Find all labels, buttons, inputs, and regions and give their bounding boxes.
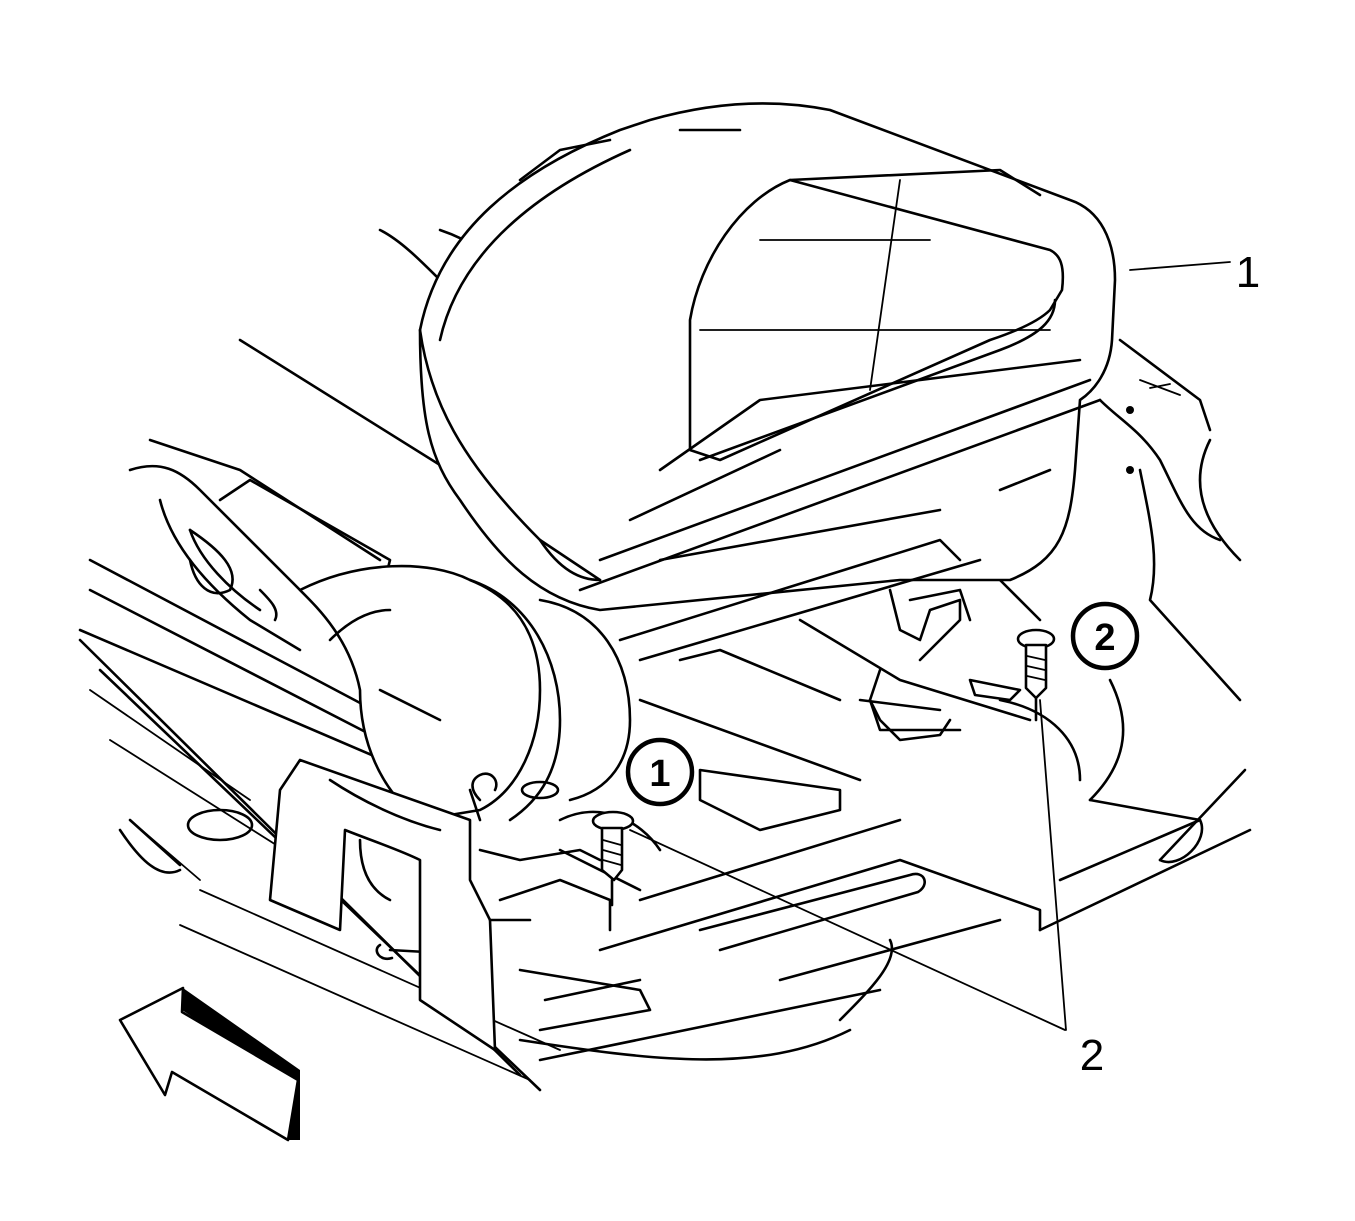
step-2-label: 2: [1094, 617, 1115, 659]
step-1-label: 1: [649, 753, 670, 795]
step-callout-1: 1: [625, 737, 695, 807]
bolt-icon: [591, 810, 635, 907]
bolt-icon: [1016, 628, 1056, 722]
arrow-left-icon: [118, 986, 300, 1142]
callout-2: 2: [1080, 1031, 1104, 1080]
seat-assembly: [78, 102, 1117, 1052]
callout-1: 1: [1236, 248, 1260, 297]
leader-lines: [629, 261, 1231, 1031]
step-callout-2: 2: [1070, 601, 1140, 671]
